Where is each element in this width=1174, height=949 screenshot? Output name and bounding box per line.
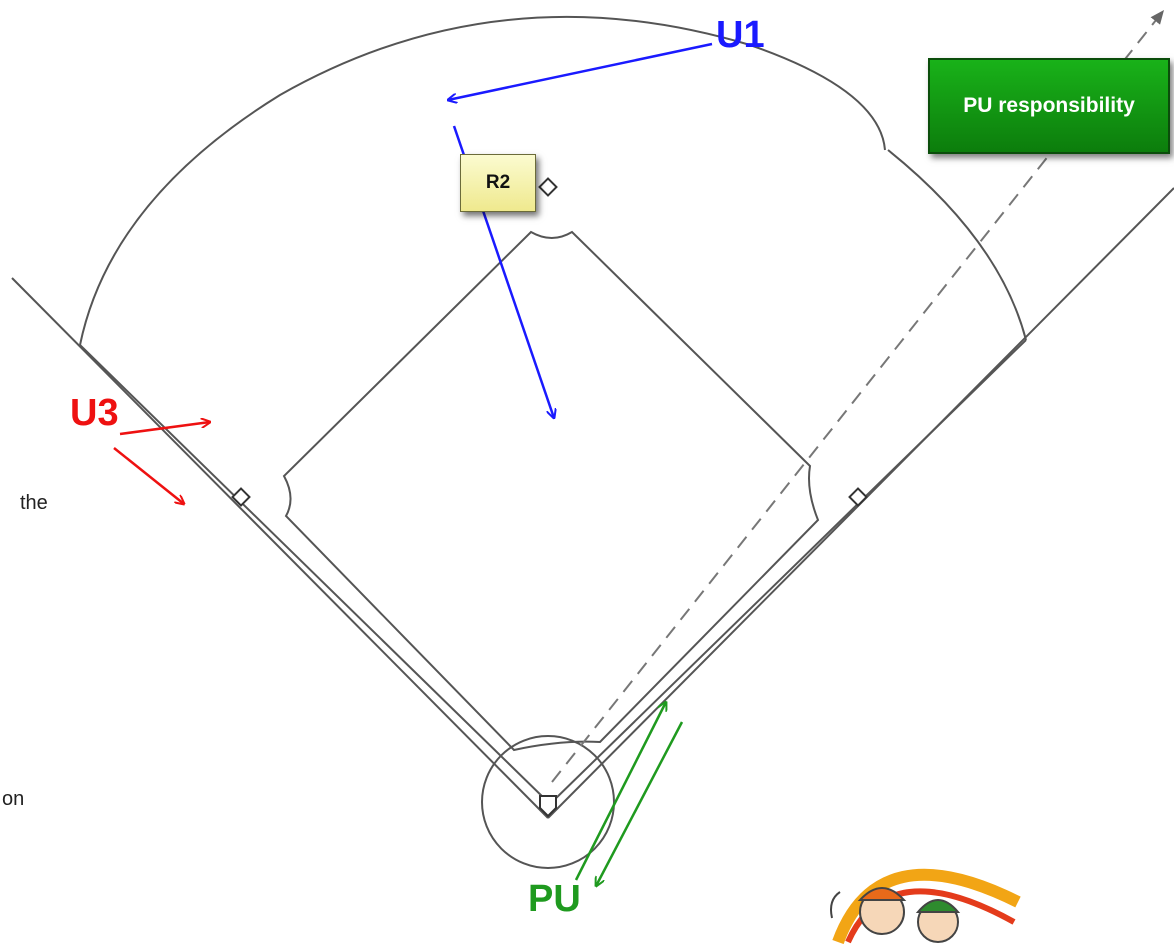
- pu-arrows: [574, 702, 684, 886]
- text-fragment-the: the: [20, 492, 48, 514]
- text-fragment-on: on: [2, 788, 25, 810]
- u3-arrows: [113, 422, 210, 504]
- pu-label: PU: [528, 878, 581, 920]
- home-plate-icon: [539, 795, 557, 818]
- umpires-logo-icon: [830, 868, 1021, 944]
- infield-outline: [282, 230, 820, 752]
- home-circle: [481, 735, 615, 869]
- u3-label: U3: [70, 392, 119, 434]
- base-marker-icon: [538, 177, 558, 197]
- outfield-fence-right: [887, 149, 1027, 341]
- u1-arrows: [448, 42, 713, 418]
- r2-runner-box: R2: [460, 154, 536, 212]
- pu-responsibility-box: PU responsibility: [928, 58, 1170, 154]
- outfield-fence: [79, 15, 886, 346]
- foul-lines: [11, 187, 1174, 819]
- u1-label: U1: [716, 14, 765, 56]
- pu-responsibility-label: PU responsibility: [963, 93, 1135, 117]
- base-marker-icon: [231, 487, 251, 507]
- r2-label: R2: [485, 172, 511, 193]
- base-marker-icon: [848, 487, 868, 507]
- pu-responsibility-line: [551, 9, 1165, 783]
